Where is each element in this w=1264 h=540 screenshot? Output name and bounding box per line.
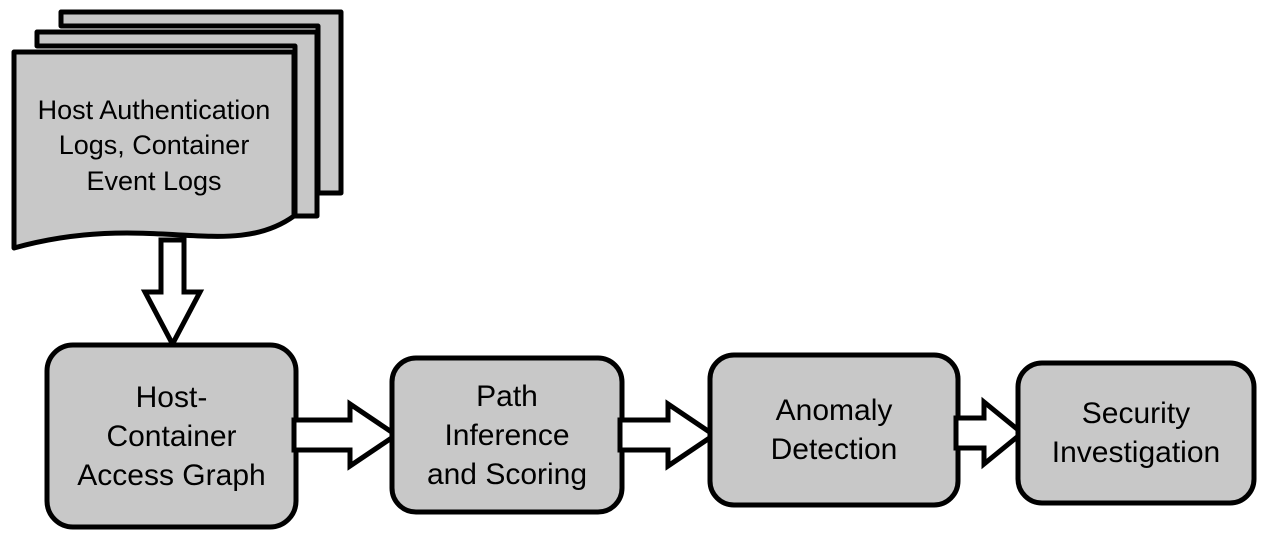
stage-box-path-inference-and-scoring[interactable]	[389, 355, 625, 515]
source-document-sheet-front	[11, 49, 297, 251]
connector-source-to-graph-arrow	[140, 237, 205, 350]
stage-box-security-investigation[interactable]	[1015, 360, 1257, 506]
connector-graph-to-path-arrow	[291, 399, 401, 471]
stage-box-anomaly-detection[interactable]	[707, 352, 961, 508]
stage-box-host-container-access-graph[interactable]	[44, 342, 299, 530]
connector-anomaly-to-security-arrow	[953, 396, 1026, 470]
connector-path-to-anomaly-arrow	[617, 399, 719, 471]
